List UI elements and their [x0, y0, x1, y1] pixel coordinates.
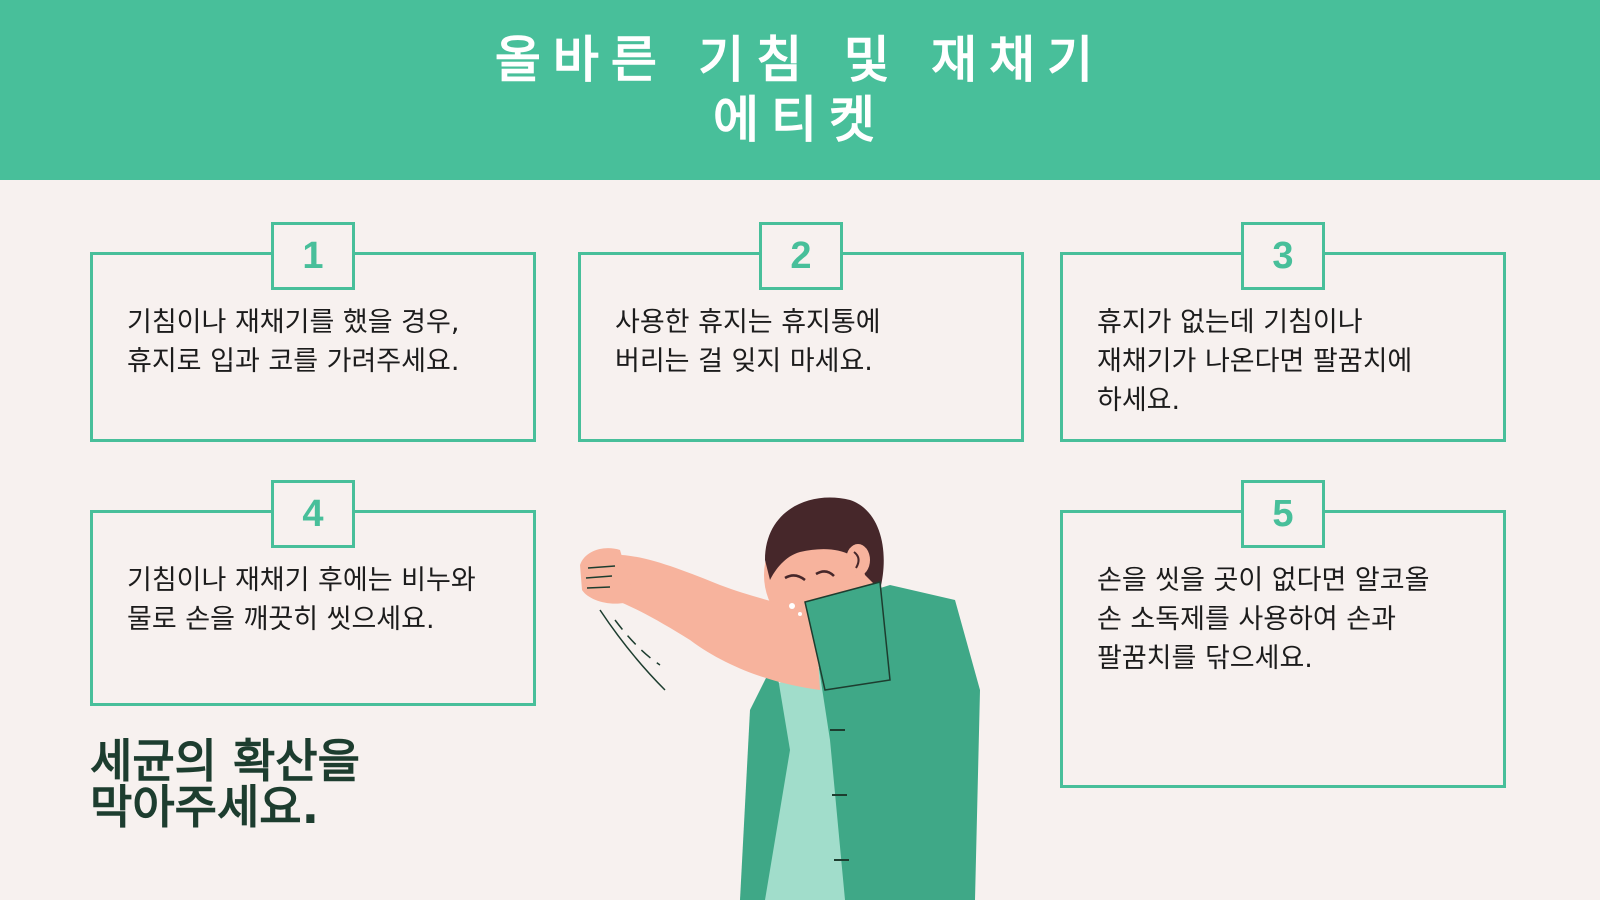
- page-title: 올바른 기침 및 재채기 에티켓: [0, 30, 1600, 150]
- tip-text-4: 기침이나 재채기 후에는 비누와 물로 손을 깨끗히 씻으세요.: [127, 565, 476, 635]
- tip-card-1: 1 기침이나 재채기를 했을 경우, 휴지로 입과 코를 가려주세요.: [90, 222, 536, 442]
- person-sneezing-into-elbow-icon: [580, 497, 980, 900]
- title-line-1: 올바른 기침 및 재채기: [494, 31, 1106, 89]
- tip-number-1: 1: [271, 222, 355, 290]
- tip-number-3: 3: [1241, 222, 1325, 290]
- tip-text-3: 휴지가 없는데 기침이나 재채기가 나온다면 팔꿈치에 하세요.: [1097, 307, 1413, 416]
- header-banner: 올바른 기침 및 재채기 에티켓: [0, 0, 1600, 180]
- tip-card-5: 5 손을 씻을 곳이 없다면 알코올 손 소독제를 사용하여 손과 팔꿈치를 닦…: [1060, 480, 1506, 788]
- tip-text-1: 기침이나 재채기를 했을 경우, 휴지로 입과 코를 가려주세요.: [127, 307, 460, 377]
- tip-number-5: 5: [1241, 480, 1325, 548]
- tip-card-3: 3 휴지가 없는데 기침이나 재채기가 나온다면 팔꿈치에 하세요.: [1060, 222, 1506, 442]
- tip-text-5: 손을 씻을 곳이 없다면 알코올 손 소독제를 사용하여 손과 팔꿈치를 닦으세…: [1097, 565, 1430, 674]
- tip-card-4: 4 기침이나 재채기 후에는 비누와 물로 손을 깨끗히 씻으세요.: [90, 480, 536, 706]
- tip-number-4: 4: [271, 480, 355, 548]
- slogan-text: 세균의 확산을 막아주세요.: [90, 734, 360, 834]
- title-line-2: 에티켓: [713, 91, 887, 149]
- tip-card-2: 2 사용한 휴지는 휴지통에 버리는 걸 잊지 마세요.: [578, 222, 1024, 442]
- tip-text-2: 사용한 휴지는 휴지통에 버리는 걸 잊지 마세요.: [615, 307, 881, 377]
- tip-number-2: 2: [759, 222, 843, 290]
